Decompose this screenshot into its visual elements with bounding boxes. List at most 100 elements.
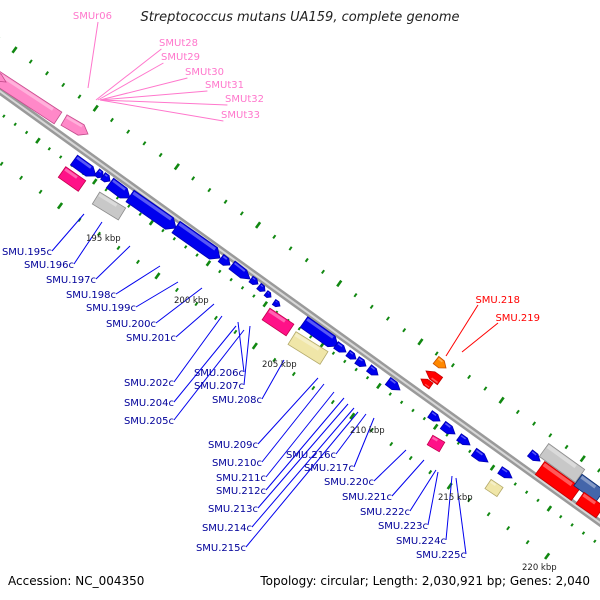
tick-mark-row-1 (28, 59, 33, 64)
tick-mark-row-1 (142, 141, 147, 146)
rna-leader-smut31 (99, 90, 208, 101)
tick-mark-row-1 (304, 257, 309, 263)
red-feature-3 (534, 460, 582, 502)
tick-mark-row-1 (109, 117, 114, 123)
beige-feature-1 (287, 331, 329, 365)
tick-mark-row-1 (385, 316, 390, 321)
genome-backbone (0, 86, 600, 528)
cds-arrow-5 (125, 189, 177, 230)
cds-leader-smu-210c (261, 383, 325, 463)
cds-arrow-3 (100, 172, 111, 183)
tick-mark-row-2 (581, 531, 586, 535)
cds-label-smu-221c: SMU.221c (342, 492, 392, 503)
kbp-label-215-kbp: 215 kbp (438, 493, 473, 503)
cds-label-smu-205c: SMU.205c (124, 416, 174, 427)
tick-mark-row-2 (593, 539, 597, 544)
tick-mark-row-3 (116, 245, 121, 251)
tick-mark-row-3 (506, 525, 511, 531)
cds-arrow-23 (497, 466, 513, 479)
tick-mark-row-2 (343, 359, 347, 364)
kbp-label-210-kbp: 210 kbp (350, 426, 385, 436)
cds-leader-smu-206c (237, 321, 245, 373)
cds-arrow-20 (439, 420, 456, 435)
cds-leader-smu-215c (245, 411, 359, 548)
tick-mark-row-3 (369, 427, 374, 433)
tick-mark-row-3 (194, 301, 199, 307)
highlight-label-smu-219: SMU.219 (495, 313, 540, 324)
tick-mark-row-2 (229, 277, 233, 282)
rna-leader-smut28 (95, 48, 162, 101)
tick-mark-row-2 (513, 482, 517, 486)
tick-mark-row-1 (498, 396, 505, 404)
rna-label-smut32: SMUt32 (225, 94, 264, 105)
tick-mark-row-1 (191, 176, 196, 181)
tick-mark-row-3 (0, 161, 4, 166)
tick-mark-row-2 (104, 187, 108, 192)
tick-mark-row-2 (205, 260, 212, 267)
cds-label-smu-208c: SMU.208c (212, 395, 262, 406)
cds-label-smu-216c: SMU.216c (286, 450, 336, 461)
label-leader-lines (51, 21, 499, 555)
cds-arrow-21 (456, 433, 471, 446)
kbp-label-195-kbp: 195 kbp (86, 234, 121, 244)
tick-mark-row-1 (158, 152, 163, 158)
tick-mark-row-1 (254, 221, 262, 229)
kbp-label-200-kbp: 200 kbp (174, 296, 209, 306)
cds-leader-smu-201c (175, 303, 215, 338)
red-feature-2 (420, 378, 434, 390)
cds-arrow-8 (228, 260, 251, 280)
tick-mark-row-3 (272, 357, 277, 363)
tick-mark-row-1 (450, 363, 455, 368)
cds-arrow-19 (427, 410, 441, 422)
tick-mark-row-2 (161, 228, 165, 233)
tick-mark-row-2 (489, 464, 496, 471)
cds-label-smu-211c: SMU.211c (216, 473, 266, 484)
cds-leader-smu-224c (445, 475, 453, 541)
cds-label-smu-204c: SMU.204c (124, 398, 174, 409)
tick-mark-row-2 (376, 382, 382, 390)
cds-label-smu-198c: SMU.198c (66, 290, 116, 301)
tick-mark-row-2 (445, 433, 449, 437)
cds-leader-smu-214c (251, 407, 355, 528)
tick-mark-row-1 (402, 327, 407, 333)
tick-mark-row-1 (321, 269, 325, 275)
cds-arrow-13 (299, 316, 339, 348)
cds-leader-smu-225c (455, 477, 467, 555)
highlight-leader-smu-218 (445, 304, 479, 357)
tick-mark-row-3 (154, 272, 161, 280)
gene-features (0, 68, 600, 519)
rna-feature-arrow (60, 114, 89, 136)
tick-mark-row-2 (115, 196, 120, 200)
tick-mark-row-3 (135, 259, 140, 265)
tick-mark-row-2 (35, 137, 41, 144)
tick-mark-row-3 (19, 175, 24, 181)
tick-mark-row-1 (483, 386, 488, 391)
orange-feature-1 (432, 355, 447, 369)
tick-mark-row-3 (486, 511, 491, 517)
tick-mark-row-2 (195, 253, 199, 257)
rna-label-smut33: SMUt33 (221, 110, 260, 121)
cds-label-smu-212c: SMU.212c (216, 486, 266, 497)
tick-mark-row-1 (239, 211, 244, 216)
tick-mark-row-2 (399, 400, 404, 405)
cds-arrow-22 (470, 447, 489, 463)
tick-mark-row-2 (432, 423, 439, 430)
tick-mark-row-1 (77, 94, 82, 99)
tick-mark-row-1 (564, 444, 569, 450)
tick-mark-row-1 (61, 82, 66, 88)
cds-leader-smu-208c (261, 359, 285, 400)
cds-leader-smu-217c (353, 417, 375, 468)
tick-mark-row-1 (515, 409, 520, 415)
cds-arrow-edge (526, 449, 541, 462)
tick-mark-row-1 (11, 46, 18, 54)
gray-feature-2 (538, 442, 586, 484)
cds-leader-smu-195c (51, 213, 85, 252)
tick-mark-row-3 (233, 329, 238, 335)
magenta-feature-3 (426, 434, 446, 453)
cds-label-smu-197c: SMU.197c (46, 275, 96, 286)
cds-leader-smu-212c (265, 397, 345, 491)
cds-leader-smu-198c (115, 265, 161, 295)
rna-leader-smur06 (87, 21, 99, 89)
tick-mark-row-2 (47, 147, 51, 151)
